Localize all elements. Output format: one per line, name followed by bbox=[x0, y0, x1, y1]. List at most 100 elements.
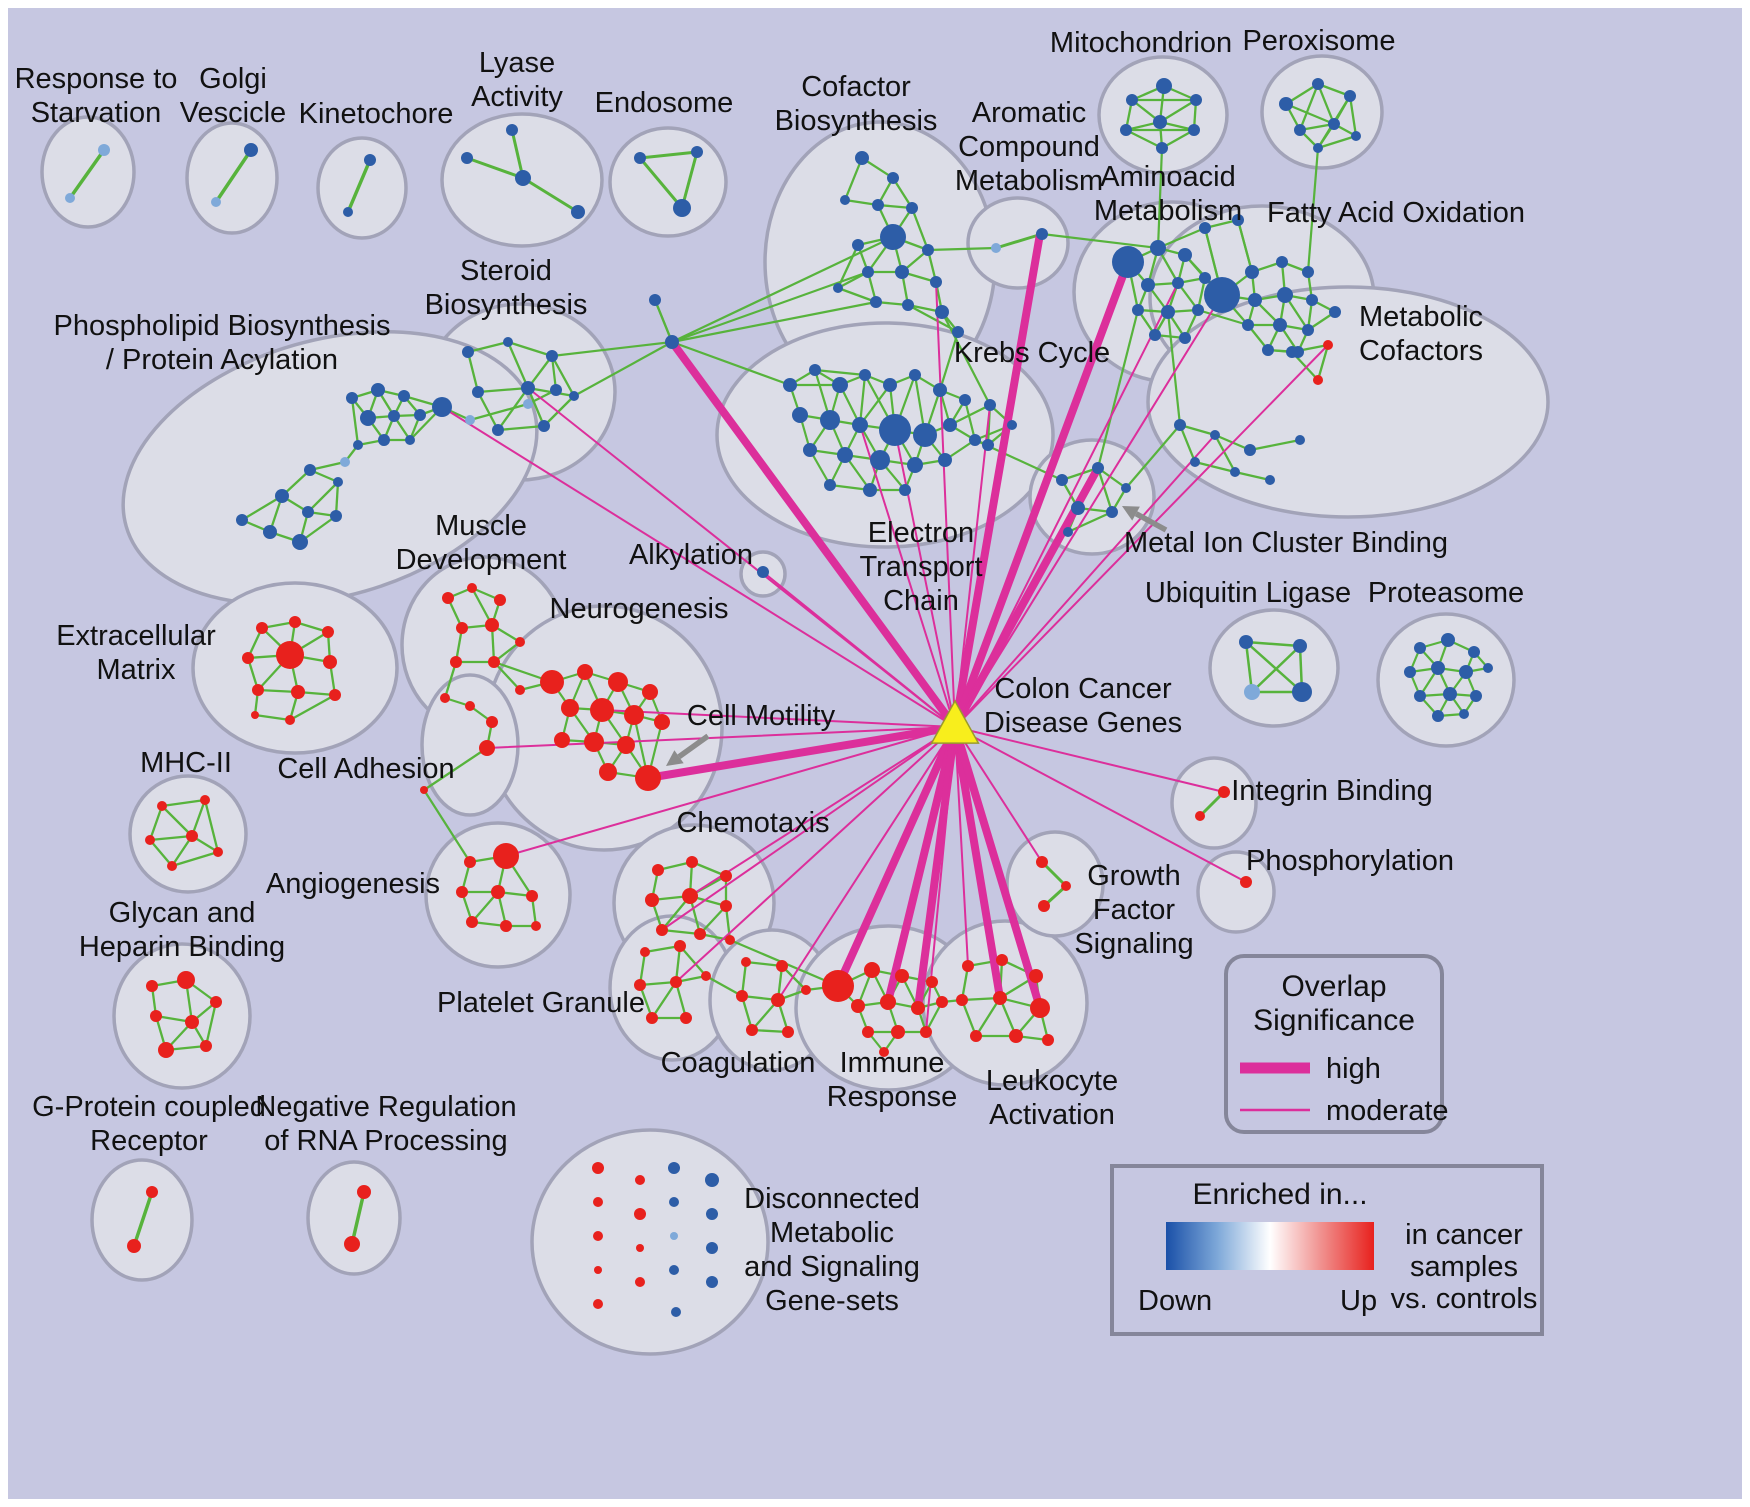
lyase-activity-edge bbox=[510, 129, 525, 179]
coagulation-node bbox=[746, 1024, 758, 1036]
phospholipid-biosynthesis-node bbox=[414, 409, 426, 421]
mhc-ii-node bbox=[145, 835, 155, 845]
lyase-activity-label: Lyase bbox=[479, 47, 555, 79]
extracellular-matrix-edge bbox=[289, 693, 336, 722]
fatty-acid-oxidation-node bbox=[1232, 214, 1244, 226]
metabolic-cofactors-node bbox=[1313, 375, 1323, 385]
fatty-acid-oxidation-node bbox=[1306, 294, 1318, 306]
neurogenesis-node bbox=[577, 664, 593, 680]
neurogenesis-node bbox=[635, 765, 661, 791]
cofactor-biosynthesis-node bbox=[880, 224, 906, 250]
integrin-binding-node bbox=[1218, 786, 1230, 798]
fatty-acid-oxidation-node bbox=[1248, 293, 1262, 307]
electron-transport-chain-node bbox=[837, 447, 853, 463]
neurogenesis-node bbox=[608, 672, 628, 692]
golgi-vescicle-node bbox=[244, 143, 258, 157]
endosome-node bbox=[691, 146, 703, 158]
phosphorylation-label: Phosphorylation bbox=[1246, 845, 1454, 877]
cell-motility-label: Cell Motility bbox=[687, 700, 836, 732]
significance-edge-moderate bbox=[935, 281, 956, 728]
leukocyte-activation-node bbox=[956, 994, 968, 1006]
coagulation-node bbox=[776, 960, 788, 972]
metabolic-cofactors-node bbox=[1265, 475, 1275, 485]
aromatic-compound-metabolism-region bbox=[966, 196, 1070, 290]
phospholipid-biosynthesis-node bbox=[360, 410, 376, 426]
ubiquitin-ligase-edge bbox=[1245, 641, 1303, 693]
inter-cluster-edge bbox=[1125, 424, 1181, 489]
mitochondrion-node bbox=[1156, 78, 1172, 94]
endosome-edge bbox=[638, 157, 684, 209]
fatty-acid-oxidation-node bbox=[1329, 306, 1341, 318]
chemotaxis-node bbox=[682, 888, 698, 904]
ubiquitin-ligase-node bbox=[1293, 639, 1307, 653]
metal-ion-cluster-binding-edge bbox=[1061, 466, 1099, 482]
coagulation-node bbox=[782, 1026, 794, 1038]
fatty-acid-oxidation-node bbox=[1199, 222, 1211, 234]
immune-response-label: Response bbox=[827, 1081, 958, 1113]
platelet-granule-node bbox=[701, 971, 711, 981]
response-to-starvation-edge bbox=[68, 148, 106, 200]
immune-response-node bbox=[879, 1047, 889, 1057]
coagulation-node bbox=[801, 985, 811, 995]
cell-adhesion-node bbox=[479, 740, 495, 756]
electron-transport-chain-label: Transport bbox=[859, 551, 982, 583]
aminoacid-metabolism-label: Metabolism bbox=[1094, 195, 1242, 227]
disconnected-genesets-node bbox=[671, 1307, 681, 1317]
mitochondrion-node bbox=[1190, 94, 1202, 106]
lyase-activity-node bbox=[571, 205, 585, 219]
fatty-acid-oxidation-node bbox=[1245, 265, 1259, 279]
cofactor-biosynthesis-node bbox=[906, 202, 918, 214]
mitochondrion-edge bbox=[1159, 99, 1197, 123]
endosome-label: Endosome bbox=[595, 87, 734, 119]
proteasome-node bbox=[1432, 710, 1444, 722]
mhc-ii-node bbox=[213, 847, 223, 857]
electron-transport-chain-edge bbox=[859, 384, 891, 426]
significance-edge-high bbox=[884, 723, 959, 1006]
alkylation-label: Alkylation bbox=[629, 539, 753, 571]
inter-cluster-edge bbox=[1236, 219, 1254, 273]
angiogenesis-node bbox=[531, 921, 541, 931]
growth-factor-signaling-label: Growth bbox=[1087, 860, 1180, 892]
ubiquitin-ligase-node bbox=[1239, 635, 1253, 649]
negative-regulation-rna-processing-label: Negative Regulation bbox=[255, 1091, 516, 1123]
steroid-biosynthesis-node bbox=[462, 346, 474, 358]
muscle-development-edge bbox=[470, 587, 494, 626]
phospholipid-biosynthesis-node bbox=[388, 410, 400, 422]
steroid-biosynthesis-edge bbox=[477, 386, 529, 394]
extracellular-matrix-node bbox=[252, 684, 264, 696]
peroxisome-node bbox=[1344, 90, 1356, 102]
electron-transport-chain-node bbox=[909, 369, 921, 381]
proteasome-node bbox=[1459, 709, 1469, 719]
inter-cluster-edge bbox=[1156, 147, 1164, 249]
growth-factor-signaling-region bbox=[1005, 830, 1105, 938]
electron-transport-chain-node bbox=[792, 407, 808, 423]
phospholipid-biosynthesis-label: / Protein Acylation bbox=[106, 344, 338, 376]
metal-ion-cluster-binding-node bbox=[1071, 501, 1085, 515]
electron-transport-chain-node bbox=[938, 453, 952, 467]
endosome-region bbox=[608, 126, 728, 238]
cofactor-biosynthesis-node bbox=[862, 266, 874, 278]
significance-edge-moderate bbox=[441, 406, 956, 728]
lyase-activity-node bbox=[506, 124, 518, 136]
mhc-ii-node bbox=[167, 861, 177, 871]
metabolic-cofactors-label: Cofactors bbox=[1359, 335, 1483, 367]
disconnected-genesets-node bbox=[706, 1208, 718, 1220]
leukocyte-activation-node bbox=[996, 954, 1008, 966]
leukocyte-activation-node bbox=[1042, 1034, 1054, 1046]
aminoacid-metabolism-node bbox=[1179, 332, 1191, 344]
chemotaxis-node bbox=[645, 893, 659, 907]
lyase-activity-node bbox=[461, 152, 473, 164]
aromatic-compound-metabolism-node bbox=[1036, 228, 1048, 240]
disease-hub-label: Disease Genes bbox=[984, 707, 1182, 739]
angiogenesis-node bbox=[500, 920, 512, 932]
platelet-granule-node bbox=[680, 1012, 692, 1024]
cofactor-biosynthesis-edge bbox=[837, 286, 877, 304]
electron-transport-chain-node bbox=[1007, 420, 1017, 430]
electron-transport-chain-node bbox=[870, 450, 890, 470]
phospholipid-biosynthesis-edge bbox=[350, 397, 360, 446]
glycan-heparin-binding-label: Heparin Binding bbox=[79, 931, 285, 963]
glycan-heparin-binding-label: Glycan and bbox=[109, 897, 256, 929]
steroid-biosynthesis-edge bbox=[506, 341, 530, 389]
g-protein-coupled-receptor-node bbox=[146, 1186, 158, 1198]
